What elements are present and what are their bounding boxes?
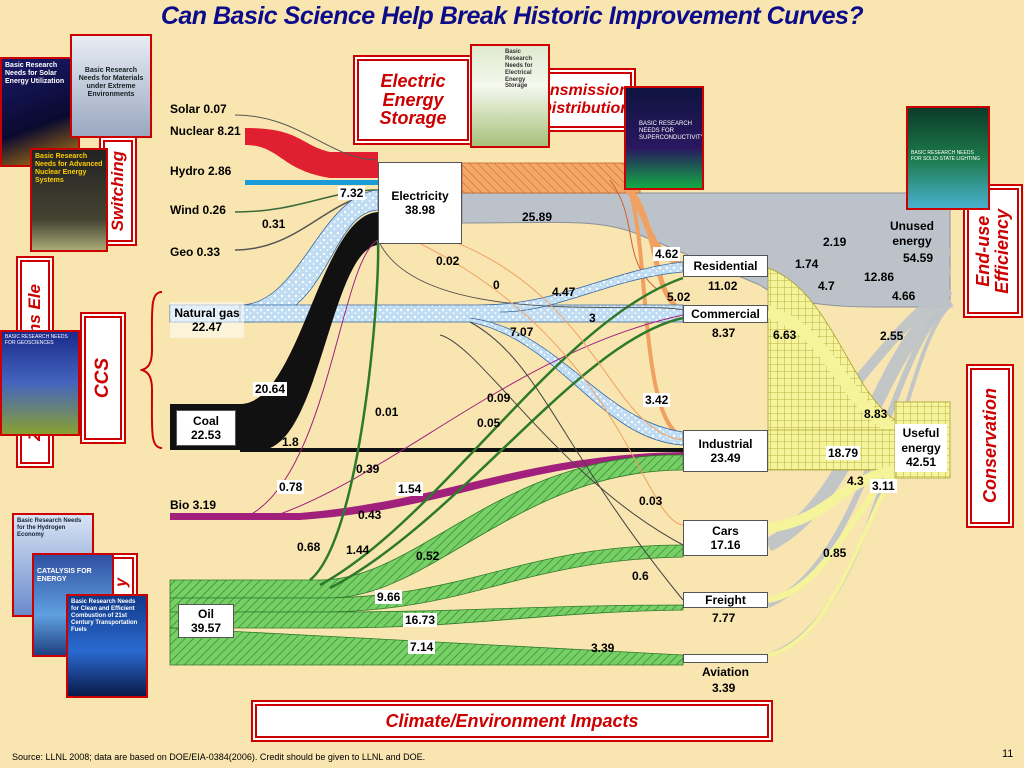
residential-node: Residential — [683, 255, 768, 277]
commercial-node: Commercial — [683, 305, 768, 323]
flow-label: 0.09 — [487, 391, 511, 405]
flow-label: 0.01 — [375, 405, 399, 419]
freight-node: Freight — [683, 592, 768, 608]
oil-band — [169, 454, 684, 599]
flow-label: 20.64 — [253, 382, 288, 396]
conservation-banner: Conservation — [970, 368, 1010, 524]
flow-label: 0.85 — [823, 546, 847, 560]
flow-label: 0.52 — [416, 549, 440, 563]
flow-label: 1.74 — [795, 257, 819, 271]
freight-value: 7.77 — [712, 611, 736, 625]
flow-label: 0.78 — [277, 480, 305, 494]
flow-label: 0.03 — [639, 494, 663, 508]
unused-energy-label: Unused energy — [890, 219, 935, 248]
unused-energy-value: 54.59 — [903, 251, 934, 265]
source-bio-label: Bio 3.19 — [170, 498, 217, 512]
cover-materials-report: Basic Research Needs for Materials under… — [70, 34, 152, 138]
cover-superconductivity-report: BASIC RESEARCH NEEDS FOR SUPERCONDUCTIVI… — [624, 86, 704, 190]
flow-label: 2.55 — [880, 329, 904, 343]
flow-label: 4.47 — [552, 285, 576, 299]
electric-storage-banner: Electric Energy Storage — [357, 59, 469, 141]
flow-label: 0.43 — [358, 508, 382, 522]
residential-value: 11.02 — [708, 279, 738, 293]
hydro-flow — [245, 180, 378, 185]
flow-label: 0 — [493, 278, 500, 292]
transmission-banner: Transmission & Distribution — [546, 72, 632, 128]
flow-label: 12.86 — [864, 270, 895, 284]
bio-band — [170, 452, 683, 520]
cover-geosciences-report: BASIC RESEARCH NEEDS FOR GEOSCIENCES — [0, 330, 80, 436]
flow-label: 1.44 — [346, 543, 370, 557]
flow-label: 4.66 — [892, 289, 916, 303]
source-hydro-label: Hydro 2.86 — [170, 164, 232, 178]
flow-label: 4.3 — [847, 474, 864, 488]
flow-label: 4.7 — [818, 279, 835, 293]
source-wind-label: Wind 0.26 — [170, 203, 226, 217]
climate-banner: Climate/Environment Impacts — [255, 704, 769, 738]
flow-label: 3.39 — [591, 641, 615, 655]
flow-label: 3 — [589, 311, 596, 325]
ccs-brace — [140, 291, 163, 449]
aviation-value: 3.39 — [712, 681, 736, 695]
coal-band — [170, 212, 378, 450]
end-use-efficiency-banner: End-use Efficiency — [967, 188, 1019, 314]
source-note: Source: LLNL 2008; data are based on DOE… — [12, 752, 426, 762]
cover-lighting-report: BASIC RESEARCH NEEDS FOR SOLID-STATE LIG… — [906, 106, 990, 210]
flow-label: 0.39 — [356, 462, 380, 476]
flow-label: 3.11 — [870, 479, 897, 493]
flow-label: 7.14 — [408, 640, 436, 654]
slide-title: Can Basic Science Help Break Historic Im… — [160, 2, 864, 30]
flow-label: 7.32 — [338, 186, 366, 200]
flow-label: 7.07 — [510, 325, 534, 339]
flow-label: 4.62 — [653, 247, 681, 261]
flow-label: 9.66 — [375, 590, 403, 604]
flow-label: 0.31 — [262, 217, 286, 231]
flow-label: 0.6 — [632, 569, 649, 583]
nuclear-flow — [245, 128, 378, 178]
cover-storage-report: Basic Research Needs for Electrical Ener… — [470, 44, 550, 148]
flow-label: 0.05 — [477, 416, 501, 430]
cover-nuclear-report: Basic Research Needs for Advanced Nuclea… — [30, 148, 108, 252]
flow-label: 8.83 — [864, 407, 888, 421]
flow-label: 0.68 — [297, 540, 321, 554]
flow-label: 2.19 — [823, 235, 847, 249]
source-nuclear-label: Nuclear 8.21 — [170, 124, 241, 138]
flow-label: 25.89 — [522, 210, 553, 224]
source-solar-label: Solar 0.07 — [170, 102, 227, 116]
source-geo-label: Geo 0.33 — [170, 245, 221, 259]
page-number: 11 — [1002, 748, 1014, 760]
commercial-value: 8.37 — [712, 326, 736, 340]
flow-label: 1.8 — [282, 435, 299, 449]
cover-fuels-report: Basic Research Needs for Clean and Effic… — [66, 594, 148, 698]
flow-label: 3.42 — [643, 393, 671, 407]
aviation-label: Aviation — [702, 665, 749, 679]
flow-label: 5.02 — [667, 290, 691, 304]
aviation-node — [683, 654, 768, 663]
flow-label: 1.54 — [396, 482, 424, 496]
flow-label: 6.63 — [773, 328, 797, 342]
ccs-banner: CCS — [84, 316, 122, 440]
flow-label: 18.79 — [826, 446, 861, 460]
electricity-out-band — [461, 162, 641, 194]
flow-label: 16.73 — [403, 613, 438, 627]
flow-label: 0.02 — [436, 254, 460, 268]
